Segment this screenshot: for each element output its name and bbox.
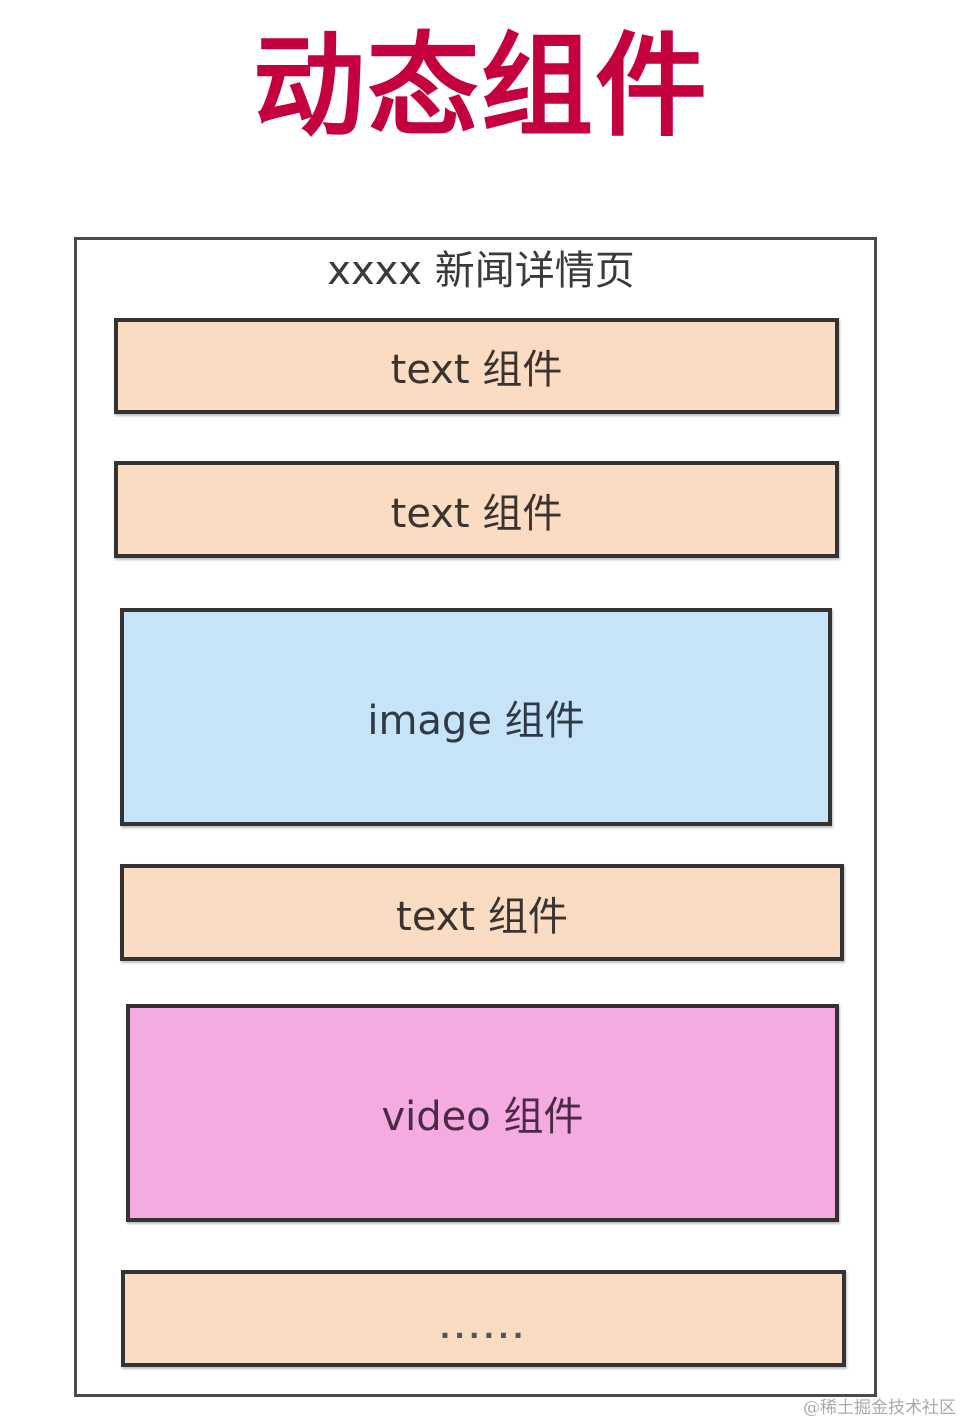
diagram-title: 动态组件	[253, 22, 709, 152]
watermark: @稀土掘金技术社区	[803, 1398, 956, 1418]
text-component-2: text 组件	[114, 461, 839, 558]
ellipsis-label: ......	[439, 1312, 528, 1345]
video-component: video 组件	[126, 1004, 839, 1222]
text-component-3: text 组件	[120, 864, 844, 961]
component-label: text 组件	[390, 347, 563, 393]
component-label: video 组件	[381, 1094, 584, 1140]
component-label: text 组件	[390, 490, 563, 537]
page-title: xxxx 新闻详情页	[327, 248, 635, 294]
more-components-placeholder: ......	[121, 1270, 846, 1367]
image-component: image 组件	[120, 608, 832, 826]
text-component-1: text 组件	[114, 318, 839, 414]
component-label: image 组件	[367, 698, 585, 744]
component-label: text 组件	[396, 893, 568, 940]
